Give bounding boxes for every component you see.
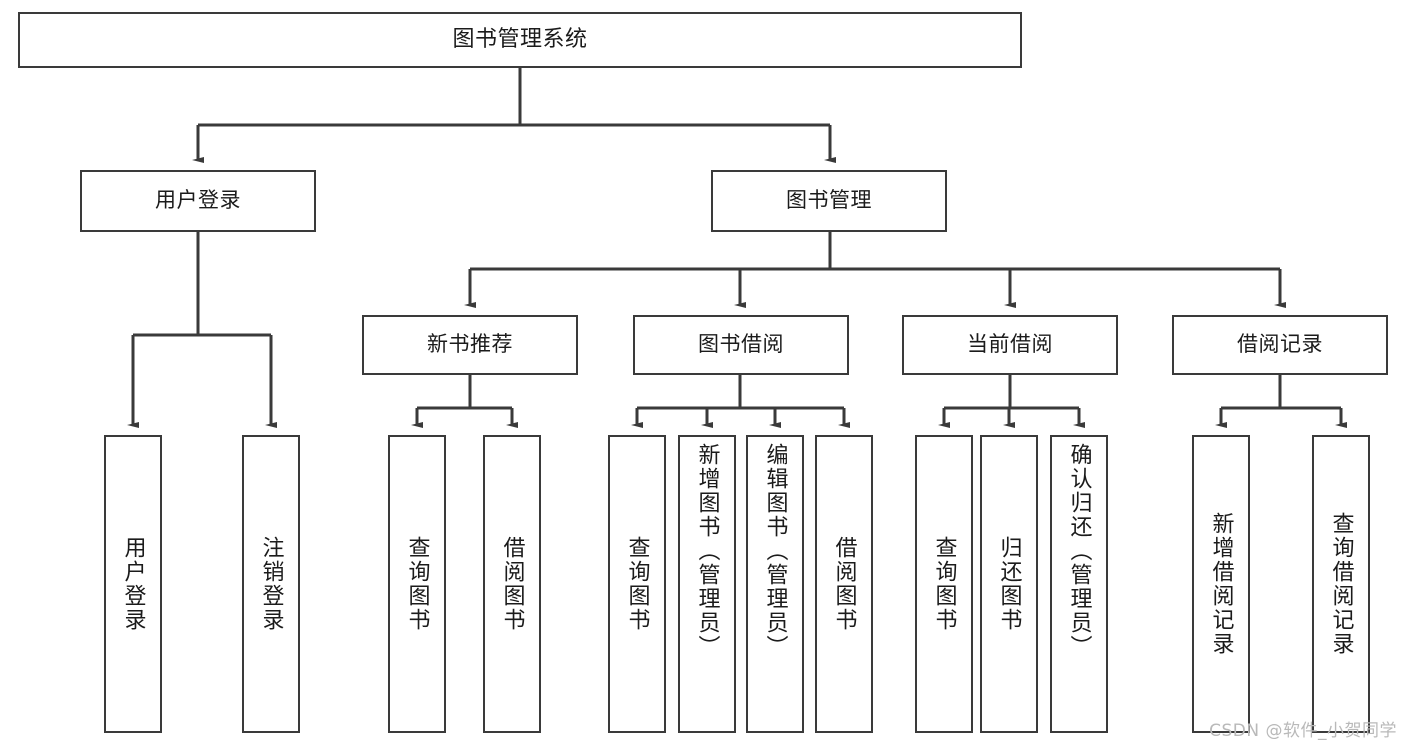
leaf-book-borrow-borrow-book[interactable]: 借阅图书 <box>815 435 873 733</box>
leaf-current-borrow-confirm-return-admin[interactable]: 确认归还（管理员） <box>1050 435 1108 733</box>
leaf-book-borrow-edit-book-admin[interactable]: 编辑图书（管理员） <box>746 435 804 733</box>
leaf-new-book-query-book[interactable]: 查询图书 <box>388 435 446 733</box>
node-label: 借阅图书 <box>499 536 525 632</box>
node-label: 借阅记录 <box>1237 332 1323 357</box>
leaf-book-borrow-query-book[interactable]: 查询图书 <box>608 435 666 733</box>
node-label: 图书借阅 <box>698 332 784 357</box>
leaf-user-login-login[interactable]: 用户登录 <box>104 435 162 733</box>
node-label: 图书管理系统 <box>452 26 588 52</box>
node-label: 用户登录 <box>155 188 241 213</box>
node-label: 查询图书 <box>624 536 650 632</box>
node-label: 归还图书 <box>996 536 1022 632</box>
node-label: 当前借阅 <box>967 332 1053 357</box>
node-label: 新增借阅记录 <box>1208 512 1234 656</box>
node-book-borrow[interactable]: 图书借阅 <box>633 315 849 375</box>
leaf-current-borrow-return-book[interactable]: 归还图书 <box>980 435 1038 733</box>
node-label: 编辑图书（管理员） <box>762 443 788 659</box>
node-current-borrow[interactable]: 当前借阅 <box>902 315 1118 375</box>
node-borrow-record[interactable]: 借阅记录 <box>1172 315 1388 375</box>
node-root-book-management-system[interactable]: 图书管理系统 <box>18 12 1022 68</box>
leaf-borrow-record-query-record[interactable]: 查询借阅记录 <box>1312 435 1370 733</box>
node-label: 新书推荐 <box>427 332 513 357</box>
leaf-borrow-record-add-record[interactable]: 新增借阅记录 <box>1192 435 1250 733</box>
node-book-management[interactable]: 图书管理 <box>711 170 947 232</box>
node-label: 图书管理 <box>786 188 872 213</box>
node-user-login[interactable]: 用户登录 <box>80 170 316 232</box>
leaf-current-borrow-query-book[interactable]: 查询图书 <box>915 435 973 733</box>
node-label: 新增图书（管理员） <box>694 443 720 659</box>
node-label: 用户登录 <box>120 536 146 632</box>
node-label: 查询图书 <box>404 536 430 632</box>
leaf-new-book-borrow-book[interactable]: 借阅图书 <box>483 435 541 733</box>
leaf-book-borrow-add-book-admin[interactable]: 新增图书（管理员） <box>678 435 736 733</box>
node-new-book-recommend[interactable]: 新书推荐 <box>362 315 578 375</box>
node-label: 确认归还（管理员） <box>1066 443 1092 659</box>
node-label: 查询借阅记录 <box>1328 512 1354 656</box>
node-label: 注销登录 <box>258 536 284 632</box>
leaf-user-login-logout[interactable]: 注销登录 <box>242 435 300 733</box>
node-label: 借阅图书 <box>831 536 857 632</box>
node-label: 查询图书 <box>931 536 957 632</box>
